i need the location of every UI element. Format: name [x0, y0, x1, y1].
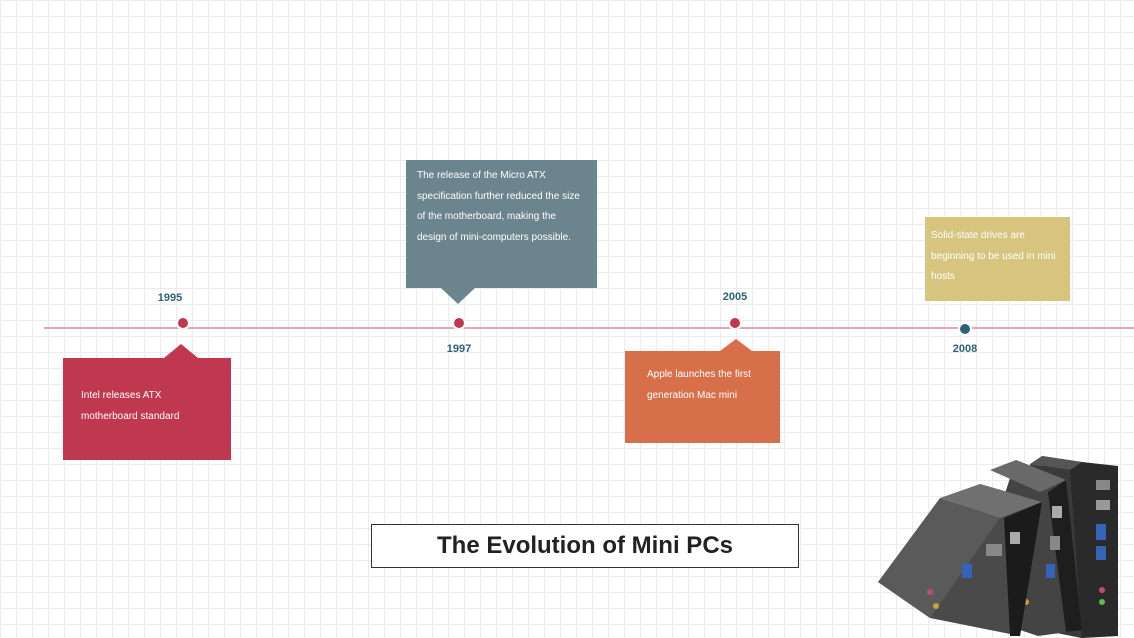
event-callout-1997: The release of the Micro ATX specificati…: [406, 160, 597, 304]
timeline-dot-2008: [958, 322, 972, 336]
event-text-2008: Solid-state drives are beginning to be u…: [931, 230, 1056, 282]
event-text-1997: The release of the Micro ATX specificati…: [417, 170, 580, 243]
mini-pc-devices-image: [878, 456, 1118, 638]
mini-pc-front: [878, 484, 1042, 636]
page-title: The Evolution of Mini PCs: [371, 524, 799, 568]
event-text-1995: Intel releases ATX motherboard standard: [81, 390, 180, 422]
timeline-dot-1995: [176, 316, 190, 330]
timeline-dot-2005: [728, 316, 742, 330]
year-label-1995: 1995: [157, 292, 183, 304]
event-text-2005: Apple launches the first generation Mac …: [647, 369, 751, 401]
event-callout-2008: Solid-state drives are beginning to be u…: [925, 217, 1070, 301]
year-label-1997: 1997: [446, 343, 472, 355]
timeline-line: [44, 327, 1134, 329]
event-callout-2005: Apple launches the first generation Mac …: [625, 339, 780, 443]
callout-arrow: [164, 344, 198, 358]
callout-arrow: [441, 288, 475, 304]
page-title-text: The Evolution of Mini PCs: [437, 532, 733, 559]
timeline-dot-1997: [452, 316, 466, 330]
callout-arrow: [720, 339, 752, 351]
event-callout-1995: Intel releases ATX motherboard standard: [63, 344, 231, 460]
year-label-2005: 2005: [722, 291, 748, 303]
year-label-2008: 2008: [952, 343, 978, 355]
